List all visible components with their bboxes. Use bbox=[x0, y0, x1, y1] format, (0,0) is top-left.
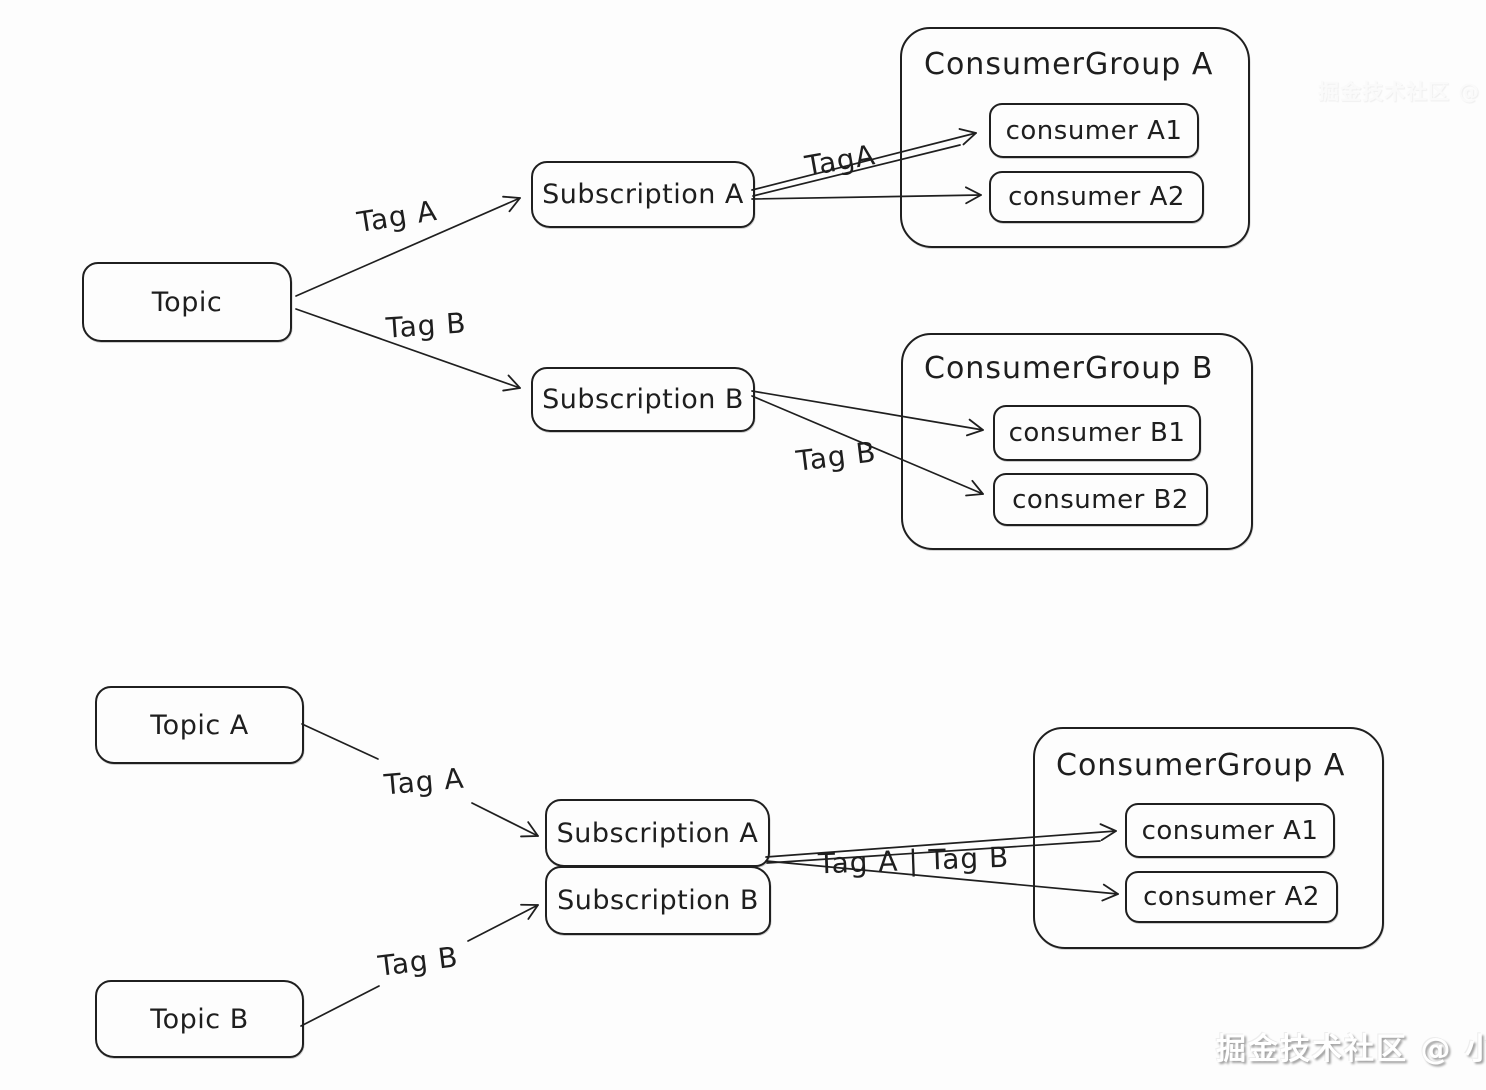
bottom-tag-b-label: Tag B bbox=[376, 940, 461, 983]
bottom-subscription-a-node: Subscription A bbox=[545, 799, 770, 867]
top-consumer-group-a-title: ConsumerGroup A bbox=[924, 47, 1214, 82]
top-subscription-a-label: Subscription A bbox=[542, 179, 744, 210]
site-watermark: 掘金技术社区 @ 小宾 bbox=[1216, 1032, 1486, 1067]
top-topic-node: Topic bbox=[82, 262, 292, 342]
bottom-subscription-a-label: Subscription A bbox=[556, 817, 759, 849]
top-consumer-b1-node: consumer B1 bbox=[993, 405, 1201, 461]
bottom-consumer-a1-label: consumer A1 bbox=[1141, 815, 1319, 846]
bottom-subscription-b-node: Subscription B bbox=[545, 866, 771, 935]
bottom-consumer-a1-node: consumer A1 bbox=[1125, 803, 1335, 858]
bottom-topic-a-label: Topic A bbox=[150, 709, 249, 741]
bottom-topic-a-node: Topic A bbox=[95, 686, 304, 764]
top-consumer-a1-node: consumer A1 bbox=[989, 103, 1199, 158]
top-subscription-a-node: Subscription A bbox=[531, 161, 755, 228]
top-consumer-b1-label: consumer B1 bbox=[1008, 418, 1186, 448]
top-tag-a-left-label: Tag A bbox=[354, 193, 440, 240]
bottom-topic-b-label: Topic B bbox=[150, 1003, 249, 1035]
ghost-watermark: 掘金技术社区 @ 小宾 bbox=[1318, 80, 1486, 104]
top-topic-label: Topic bbox=[151, 286, 223, 318]
bottom-tag-ab-label: Tag A | Tag B bbox=[817, 840, 1010, 881]
bottom-tag-a-label: Tag A bbox=[382, 761, 466, 802]
top-consumer-group-b-title: ConsumerGroup B bbox=[924, 351, 1214, 386]
bottom-subscription-b-label: Subscription B bbox=[557, 885, 759, 916]
top-consumer-a2-label: consumer A2 bbox=[1008, 182, 1185, 212]
top-consumer-b2-node: consumer B2 bbox=[993, 473, 1208, 526]
top-consumer-b2-label: consumer B2 bbox=[1012, 484, 1189, 515]
bottom-consumer-a2-label: consumer A2 bbox=[1143, 882, 1320, 912]
top-tag-b-left-label: Tag B bbox=[384, 306, 468, 345]
top-tag-b-right-label: Tag B bbox=[794, 435, 879, 478]
top-subscription-b-label: Subscription B bbox=[542, 384, 744, 415]
top-subscription-b-node: Subscription B bbox=[531, 367, 755, 432]
bottom-topic-b-node: Topic B bbox=[95, 980, 304, 1058]
bottom-consumer-a2-node: consumer A2 bbox=[1125, 871, 1338, 923]
top-consumer-a2-node: consumer A2 bbox=[989, 171, 1204, 223]
top-tag-a-right-label: TagA bbox=[802, 138, 878, 183]
bottom-consumer-group-a-title: ConsumerGroup A bbox=[1056, 748, 1346, 783]
top-consumer-a1-label: consumer A1 bbox=[1005, 115, 1183, 146]
